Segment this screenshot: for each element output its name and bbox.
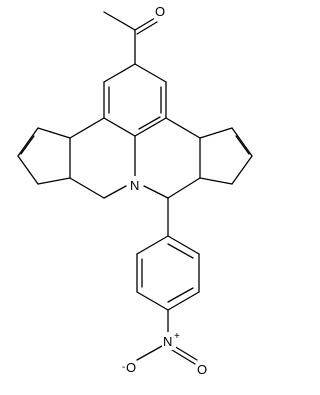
ring-bond [136,291,169,311]
bond-nitro-o-left [136,345,163,361]
ring-double-bond [235,135,250,155]
ring-bond [103,63,136,83]
right-piperidine-ring [143,117,201,199]
left-piperidine-ring [69,117,136,199]
nitro-charge-minus: - [122,362,125,373]
ring-bond [17,127,39,157]
label-mask [154,2,168,20]
ring-inner-double-bond [167,243,194,259]
bond-carbonyl-double-a [134,17,156,31]
ring-bond [167,291,200,311]
nitrophenyl-ring [136,235,200,311]
label-mask [162,332,176,350]
chemical-structure-diagram: O N N + O - O [17,2,253,377]
ring-bond [143,185,169,199]
ring-bond [134,117,167,137]
nitro-oxygen-right-label: O [197,362,207,377]
ring-bond [199,127,233,139]
ring-bond [165,117,201,139]
ring-bond [199,177,233,185]
bond-carbonyl-double-b [136,21,158,35]
ring-bond [136,235,169,255]
nitro-oxygen-left-label: O [126,360,136,375]
ring-bond [69,177,105,199]
ring-bond [37,127,71,139]
ring-nitrogen-label: N [130,178,139,193]
ring-bond [69,117,105,139]
ring-bond [134,63,167,83]
aromatic-ring-central [103,63,167,137]
ring-bond [37,177,71,185]
left-cyclopentene-ring [17,127,71,185]
acetyl-group [103,11,158,65]
ring-bond [167,235,200,255]
ring-bond [231,127,253,157]
ring-bond [231,155,253,185]
ring-inner-double-bond [167,287,194,303]
ring-bond [103,185,127,199]
nitro-group [136,309,198,365]
bond-nitro-o-right-a [173,345,198,361]
bond-nitro-o-right-b [171,349,196,365]
bond-methyl [103,11,136,31]
ring-double-bond [20,135,35,155]
carbonyl-oxygen-label: O [155,4,165,19]
ring-bond [167,177,201,199]
ring-bond [17,155,39,185]
nitro-nitrogen-label: N [163,334,172,349]
label-mask [128,176,142,194]
right-cyclopentene-ring [199,127,253,185]
nitro-charge-plus: + [174,331,180,342]
ring-bond [103,117,136,137]
ring-inner-double-bond [138,116,161,130]
